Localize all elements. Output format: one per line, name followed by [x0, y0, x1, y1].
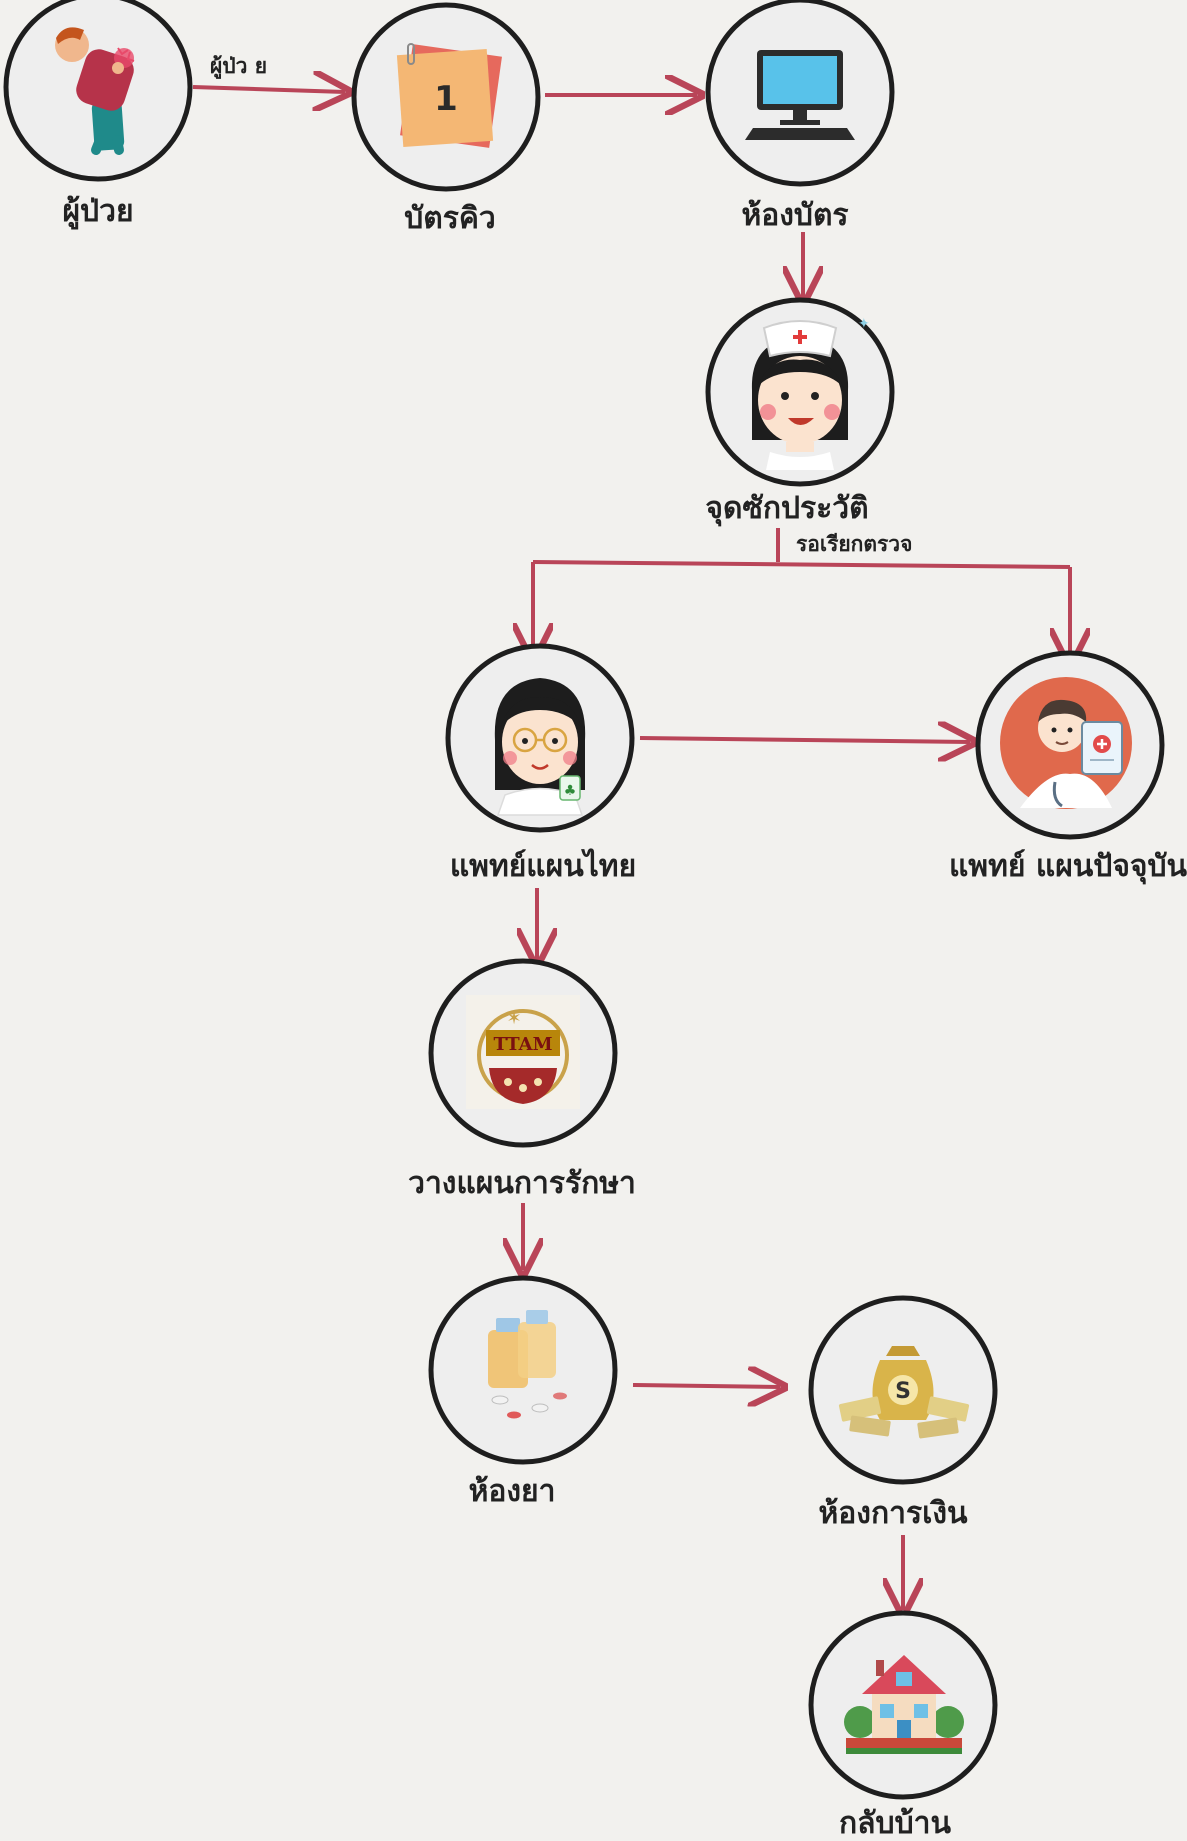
- arrow-thai-to-modern-doctor: [640, 738, 970, 742]
- arrow-patient-to-queue-card: [193, 87, 345, 92]
- money-symbol: S: [895, 1379, 911, 1404]
- node-cashier: S: [811, 1298, 995, 1482]
- label-modern-doctor: แพทย์ แผนปัจจุบัน: [949, 843, 1187, 890]
- label-patient: ผู้ป่วย: [62, 188, 133, 235]
- label-thai-doctor: แพทย์แผนไทย: [450, 843, 636, 890]
- node-treatment-plan: TTAM ✶: [431, 961, 615, 1145]
- node-history: ✦: [708, 300, 892, 484]
- node-queue-card: 1: [354, 5, 538, 189]
- label-cashier: ห้องการเงิน: [819, 1490, 968, 1537]
- node-patient: [6, 0, 190, 179]
- thai-doctor-icon: ♣: [495, 678, 585, 815]
- edge-label-wait-for-exam: รอเรียกตรวจ: [796, 528, 912, 561]
- label-registration: ห้องบัตร: [741, 192, 848, 239]
- modern-doctor-icon: [1000, 677, 1132, 809]
- queue-ticket-icon: 1: [397, 44, 502, 148]
- label-queue-card: บัตรคิว: [404, 195, 496, 242]
- svg-text:✶: ✶: [506, 1008, 521, 1029]
- node-pharmacy: [431, 1278, 615, 1462]
- svg-text:✦: ✦: [858, 316, 870, 332]
- svg-text:♣: ♣: [564, 783, 577, 799]
- label-pharmacy: ห้องยา: [469, 1468, 556, 1515]
- node-registration: [708, 0, 892, 184]
- edge-label-patient-to-queue: ผู้ป่ว ย: [210, 50, 267, 83]
- ttam-logo-icon: TTAM ✶: [466, 995, 580, 1109]
- arrow-pharmacy-to-cashier: [633, 1385, 780, 1387]
- label-treatment-plan: วางแผนการรักษา: [408, 1160, 636, 1207]
- node-modern-doctor: [978, 653, 1162, 837]
- ttam-logo-text: TTAM: [493, 1034, 552, 1055]
- label-history: จุดซักประวัติ: [705, 485, 868, 532]
- queue-ticket-number: 1: [434, 79, 458, 119]
- label-home: กลับบ้าน: [839, 1800, 951, 1841]
- node-thai-doctor: ♣: [448, 646, 632, 830]
- node-home: [811, 1613, 995, 1797]
